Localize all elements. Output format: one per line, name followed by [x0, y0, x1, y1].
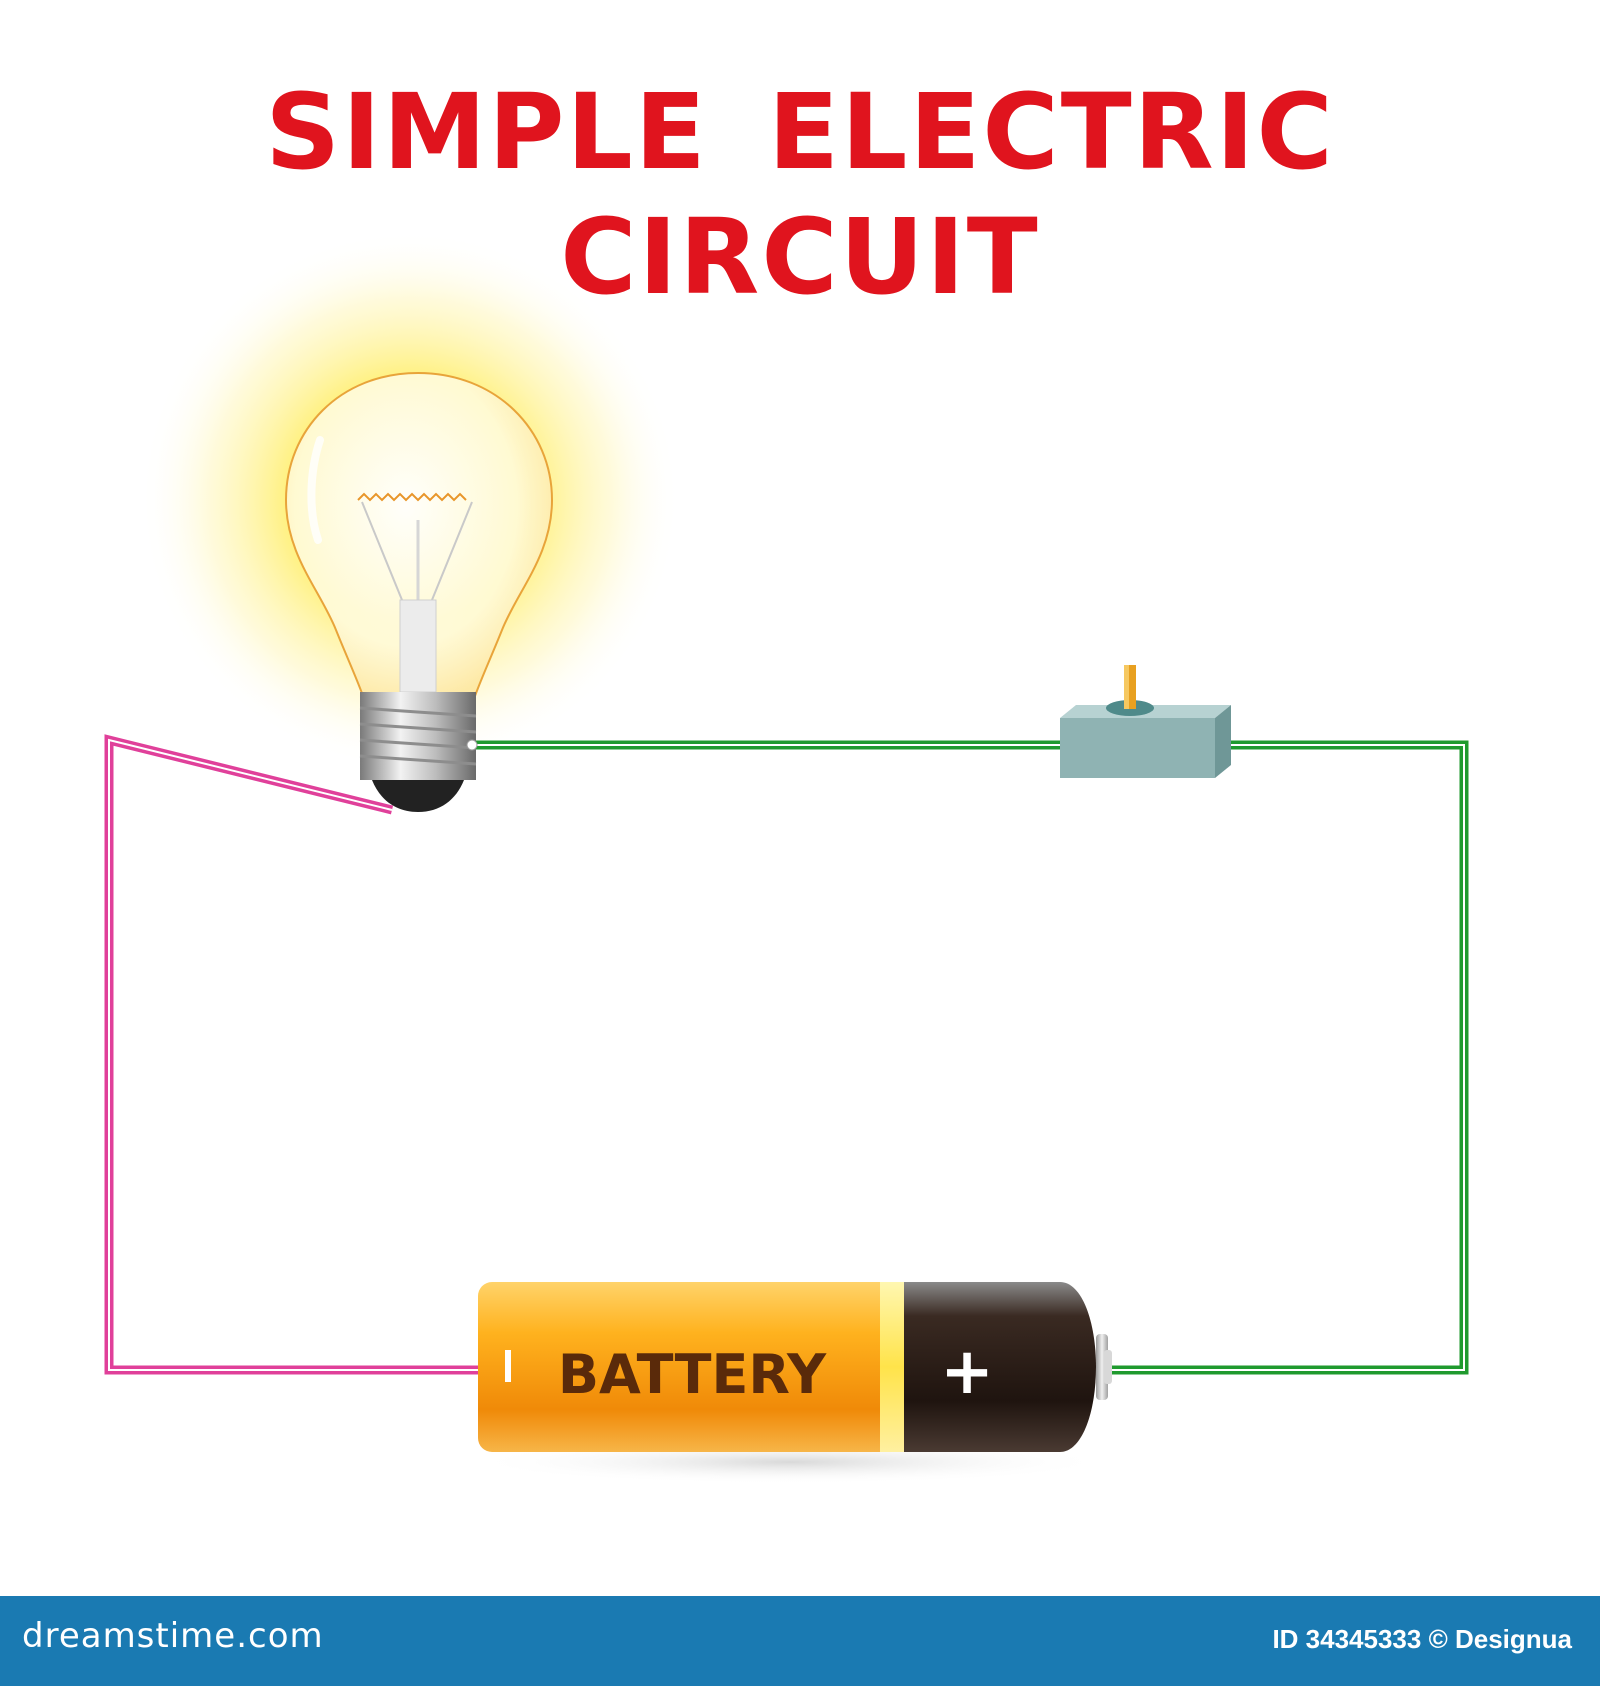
- wire-positive: [472, 740, 1469, 1375]
- light-bulb-icon: [284, 371, 554, 812]
- battery-icon: [478, 1282, 1112, 1452]
- wire-negative: [104, 734, 478, 1375]
- battery-label: BATTERY: [558, 1343, 827, 1406]
- diagram-title: SIMPLE ELECTRIC CIRCUIT: [265, 71, 1335, 318]
- battery-positive-symbol: +: [940, 1335, 994, 1409]
- switch-icon: [1060, 665, 1231, 778]
- footer-site: dreamstime.com: [22, 1616, 324, 1656]
- footer-bar: dreamstime.com ID 34345333 © Designua: [0, 1596, 1600, 1686]
- footer-id-credit: ID 34345333 © Designua: [1272, 1624, 1572, 1654]
